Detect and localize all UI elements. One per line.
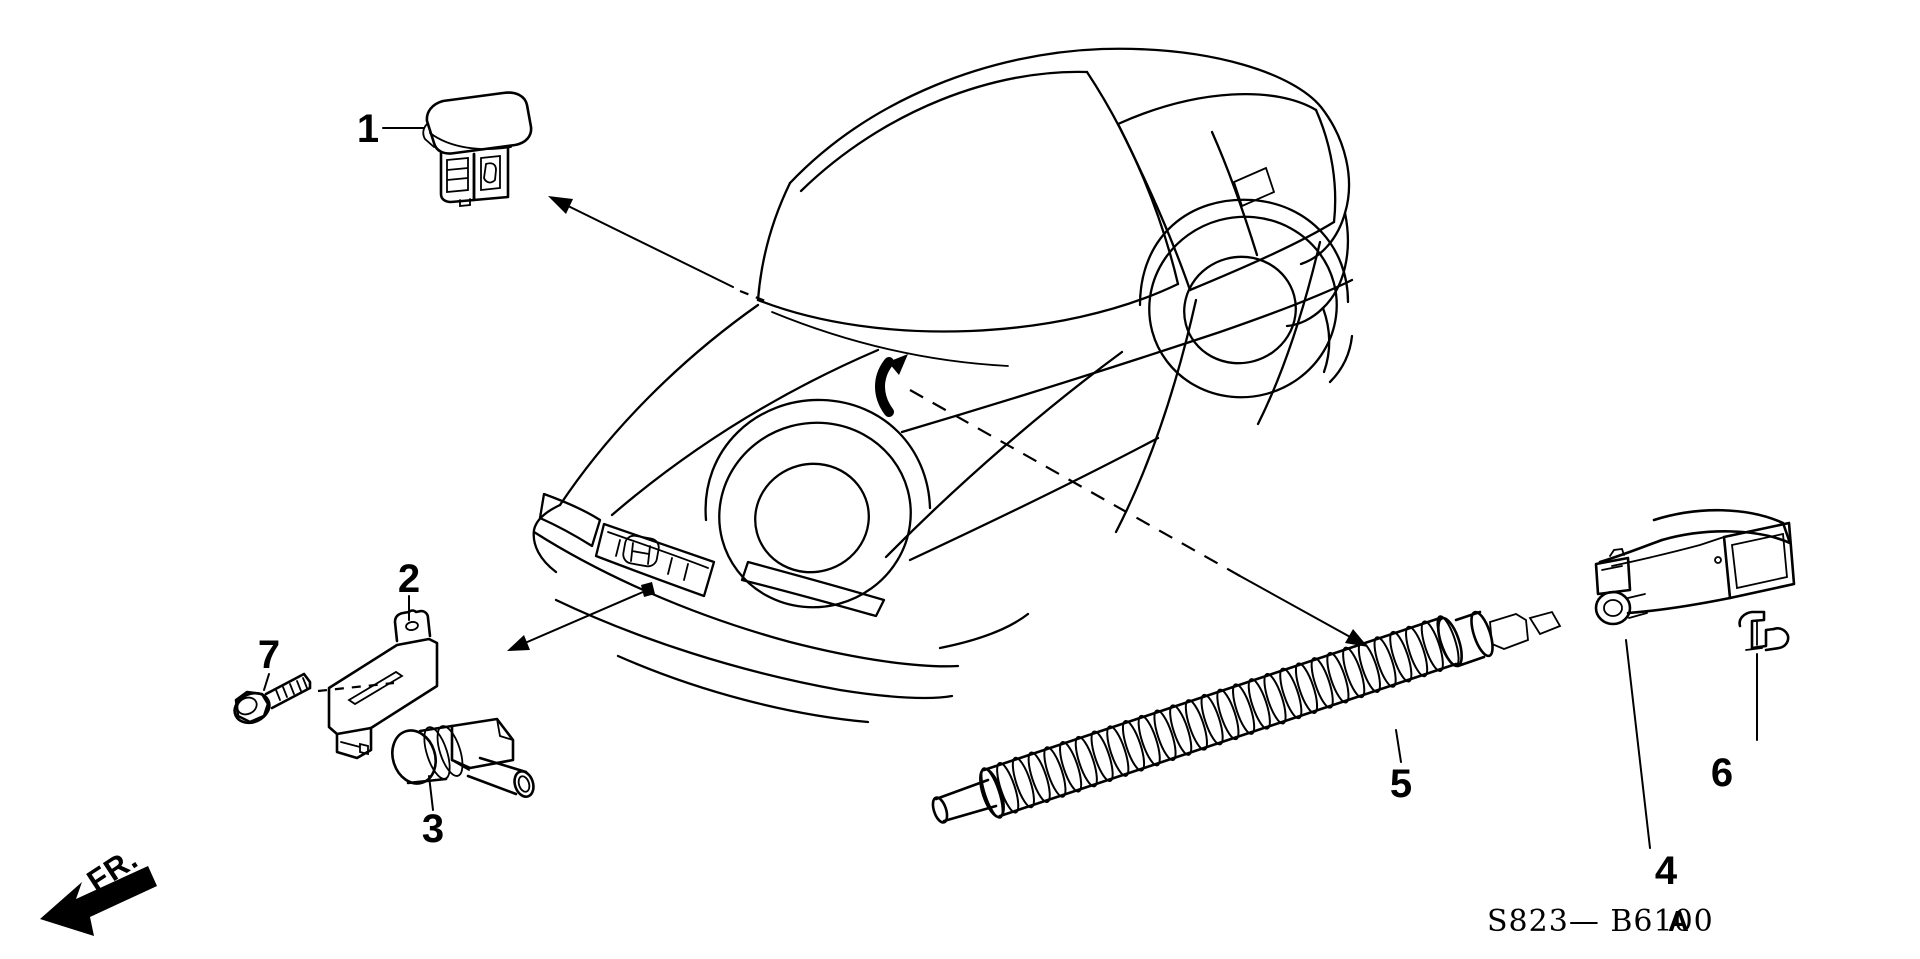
car-outline-drawing — [532, 47, 1354, 724]
callout-numbers: 1 2 3 4 5 6 7 — [258, 107, 1733, 893]
part-2-drawing — [327, 609, 439, 760]
corrugated-tube-ribs — [980, 615, 1460, 819]
diagram-code: S823— B6100 A — [1487, 904, 1714, 939]
callout-5: 5 — [1390, 762, 1412, 806]
callout-1: 1 — [357, 107, 379, 151]
arrow-to-part-1 — [559, 201, 734, 288]
callout-3: 3 — [422, 807, 444, 851]
arrow-to-part-3 — [517, 591, 644, 647]
arrowhead-part-3 — [507, 635, 530, 651]
bolt-alignment-dashed-line — [317, 681, 395, 693]
callout-2: 2 — [398, 557, 420, 601]
arrowhead-part-1 — [548, 196, 573, 214]
part-5-drawing — [931, 610, 1562, 824]
bumper-location-mark — [641, 582, 655, 597]
arrow-to-part-5-dashed — [909, 389, 1241, 577]
diagram-code-suffix: A — [1668, 906, 1689, 938]
front-direction-indicator: FR. — [40, 841, 157, 936]
callout-leader-lines — [263, 127, 1758, 849]
callout-7: 7 — [258, 633, 280, 677]
part-3-drawing — [391, 717, 535, 798]
diagram-code-text: S823— B6100 — [1487, 904, 1714, 939]
part-7-drawing — [233, 672, 395, 725]
sensor-location-arrows — [507, 196, 1368, 651]
callout-6: 6 — [1711, 751, 1733, 795]
cowl-location-mark — [875, 357, 894, 417]
fr-arrow-icon — [40, 866, 157, 936]
part-4-drawing — [1594, 508, 1796, 626]
part-1-drawing — [422, 91, 533, 207]
callout-4: 4 — [1655, 849, 1678, 893]
part-6-drawing — [1738, 610, 1790, 652]
